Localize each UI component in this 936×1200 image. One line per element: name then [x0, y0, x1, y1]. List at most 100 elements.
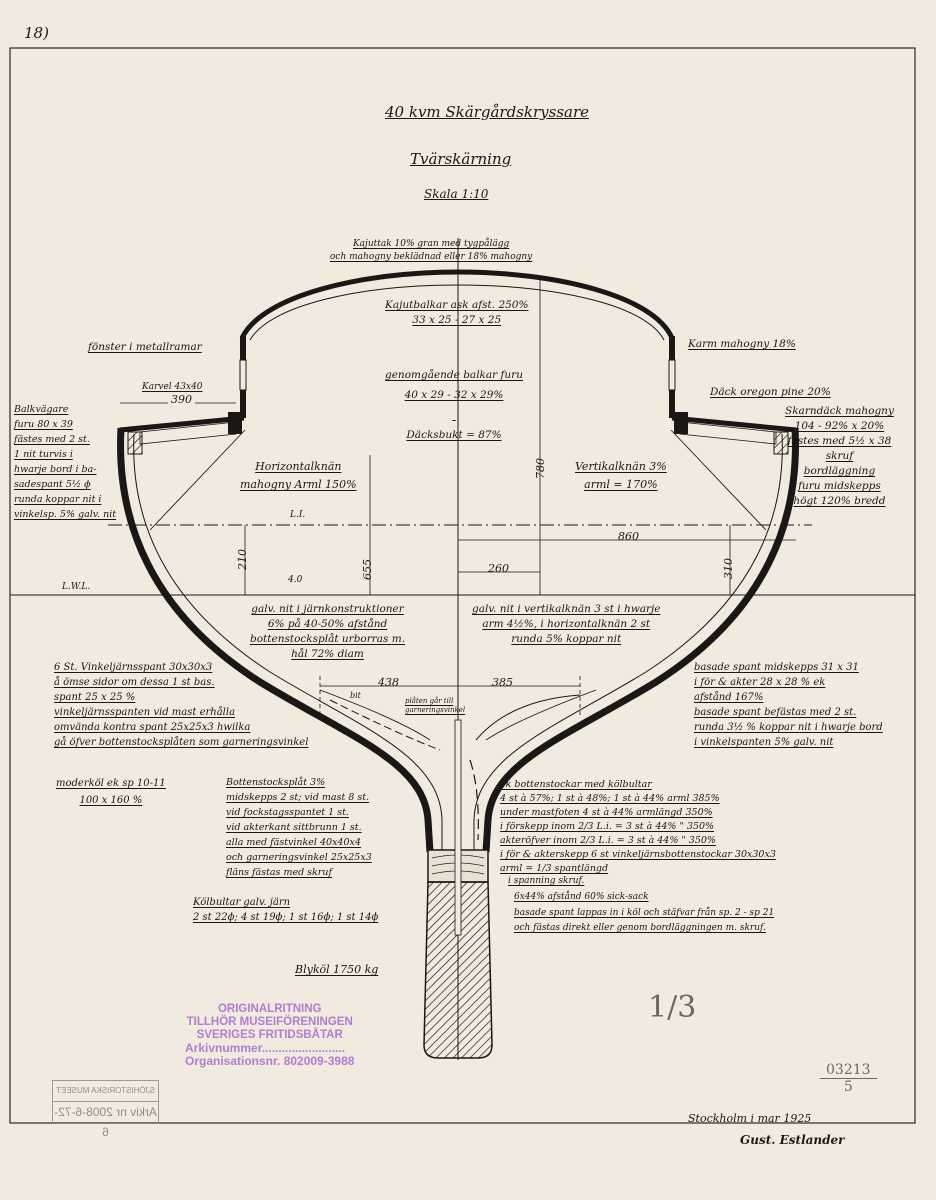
label-bit: bit	[350, 691, 361, 700]
stamp-line: Organisationsnr. 802009-3988	[185, 1054, 355, 1068]
note-line: runda koppar nit i	[14, 494, 102, 505]
note-line: runda 3½ % koppar nit i hwarje bord	[694, 722, 883, 733]
note-line: galv. nit i vertikalknän 3 st i hwarje	[472, 603, 661, 615]
drawing-title: 40 kvm Skärgårdskryssare	[385, 103, 590, 121]
pencil-fraction: 1/3	[648, 990, 697, 1025]
archive-stamp: SJÖHISTORISKA MUSEET Arkiv nr 2008-6-72-…	[52, 1080, 159, 1139]
note-line: akteröfver inom 2/3 L.i. = 3 st à 44% " …	[500, 835, 716, 846]
note-line: galv. nit i järnkonstruktioner	[251, 603, 404, 615]
note-line	[385, 405, 523, 425]
note-galv-left: galv. nit i järnkonstruktioner 6% på 40-5…	[250, 602, 405, 662]
keel-bolt	[454, 719, 462, 936]
cabin-roof-inner	[249, 284, 665, 341]
note-line: alla med fästvinkel 40x40x4	[226, 837, 361, 848]
drawing-subtitle: Tvärskärning	[410, 150, 512, 168]
note-line: Horizontalknän	[255, 460, 342, 473]
note-line: 1 nit turvis i	[14, 449, 73, 460]
stamp-line: Arkivnummer.........................	[185, 1041, 346, 1055]
archive-stamp-number: Arkiv nr 2008-6-72-6	[54, 1105, 157, 1139]
dim-438: 438	[378, 676, 399, 689]
note-line: och mahogny beklädnad eller 18% mahogny	[330, 252, 533, 262]
dim-385: 385	[492, 676, 513, 689]
note-line: 40 x 29 - 32 x 29%	[404, 389, 504, 401]
deck-right	[671, 415, 797, 433]
museum-stamp: ORIGINALRITNING TILLHÖR MUSEIFÖRENINGEN …	[185, 1003, 354, 1068]
note-line: å ömse sidor om dessa 1 st bas.	[54, 677, 215, 688]
note-line: i för & akterskepp 6 st vinkeljärnsbotte…	[500, 849, 776, 860]
note-line: 6 St. Vinkeljärnsspant 30x30x3	[54, 662, 213, 673]
archive-number-top: 03213	[820, 1062, 877, 1079]
note-line: arml = 1/3 spantlängd	[500, 863, 609, 874]
stamp-line: ORIGINALRITNING	[217, 1003, 322, 1015]
archive-stamp-museum: SJÖHISTORISKA MUSEET	[53, 1081, 158, 1102]
dim-260: 260	[488, 562, 509, 575]
label-li: L.I.	[290, 510, 306, 520]
note-line: genomgående balkar furu	[385, 369, 523, 381]
note-line: Kajutbalkar ask afst. 250%	[385, 299, 529, 311]
dim-655: 655	[361, 559, 374, 580]
sheet-border	[9, 47, 916, 1124]
note-vinkeljarn: 6 St. Vinkeljärnsspant 30x30x3 å ömse sid…	[54, 660, 308, 750]
note-line: afstånd 167%	[694, 692, 764, 703]
note-line: 6% på 40-50% afstånd	[267, 618, 388, 630]
note-line: basade spant befästas med 2 st.	[694, 707, 857, 718]
note-galv-right: galv. nit i vertikalknän 3 st i hwarje ar…	[472, 602, 660, 647]
note-spanning: i spanning skruf.	[508, 874, 584, 889]
note-line: och garneringsvinkel 25x25x3	[226, 852, 372, 863]
note-line: 6x44% afstånd 60% sick-sack	[514, 892, 649, 902]
deck-left	[119, 415, 245, 433]
note-line: i vinkelspanten 5% galv. nit	[694, 737, 834, 748]
label-lwl: L.W.L.	[62, 582, 91, 592]
window-left	[239, 359, 247, 391]
note-line: i förskepp inom 2/3 L.i. = 3 st à 44% " …	[500, 821, 715, 832]
note-line: mahogny Arml 150%	[240, 478, 357, 491]
note-line: arm 4½%, i horizontalknän 2 st	[482, 618, 651, 630]
dim-780: 780	[534, 458, 547, 479]
note-line: vinkeljärnsspanten vid mast erhålla	[54, 707, 236, 718]
drawing-scale: Skala 1:10	[424, 187, 489, 201]
note-line: i spanning skruf.	[508, 876, 585, 886]
note-line: plåten går till	[405, 697, 454, 705]
note-line: Skarndäck mahogny	[785, 405, 894, 417]
note-line: vinkelsp. 5% galv. nit	[14, 509, 117, 520]
note-kajutbalkar: Kajutbalkar ask afst. 250%33 x 25 - 27 x…	[385, 298, 528, 328]
note-bottenstocksplat: Bottenstocksplåt 3%midskepps 2 st; vid m…	[226, 775, 372, 880]
sheet-number: 18)	[24, 24, 49, 42]
archive-number-bottom: 5	[843, 1079, 853, 1095]
note-line: garneringsvinkel	[405, 706, 466, 714]
note-line: fönster i metallramar	[88, 341, 202, 353]
hull-left	[117, 427, 434, 853]
note-line: 104 - 92% x 20%	[794, 420, 885, 432]
note-blykol: Blyköl 1750 kg	[295, 962, 378, 977]
dim-210: 210	[236, 549, 249, 570]
dim-390: 390	[168, 393, 195, 406]
stamp-line: SVERIGES FRITIDSBÅTAR	[196, 1029, 343, 1041]
note-dack: Däck oregon pine 20%	[710, 385, 831, 400]
lead-keel	[423, 881, 493, 1059]
note-line: Däck oregon pine 20%	[710, 386, 831, 398]
note-line: Balkvägare	[14, 404, 69, 415]
label-4-0: 4.0	[288, 575, 303, 585]
note-karm: Karm mahogny 18%	[688, 337, 796, 352]
note-line: fästes med 2 st.	[14, 434, 90, 445]
note-line: under mastfoten 4 st à 44% armlängd 350%	[500, 807, 713, 818]
note-line: spant 25 x 25 %	[54, 692, 136, 703]
note-karvel: Karvel 43x40	[142, 380, 203, 395]
note-line: runda 5% koppar nit	[511, 633, 622, 645]
note-line: hål 72% diam	[291, 648, 364, 660]
note-line: i för & akter 28 x 28 % ek	[694, 677, 826, 688]
note-line: fläns fästas med skruf	[226, 867, 332, 878]
note-line: furu midskepps	[798, 480, 881, 492]
note-line: Däcksbukt = 87%	[406, 429, 502, 441]
note-line: 4 st à 57%; 1 st à 48%; 1 st à 44% arml …	[500, 793, 720, 804]
note-line: 2 st 22ϕ; 4 st 19ϕ; 1 st 16ϕ; 1 st 14ϕ	[193, 912, 379, 923]
note-line: högt 120% bredd	[793, 495, 886, 507]
dim-310: 310	[722, 558, 735, 579]
archive-number: 03213 5	[820, 1062, 877, 1095]
note-balkar: genomgående balkar furu 40 x 29 - 32 x 29…	[385, 365, 523, 445]
note-line: skruf	[825, 450, 854, 462]
note-line: fästes med 5½ x 38	[787, 435, 892, 447]
